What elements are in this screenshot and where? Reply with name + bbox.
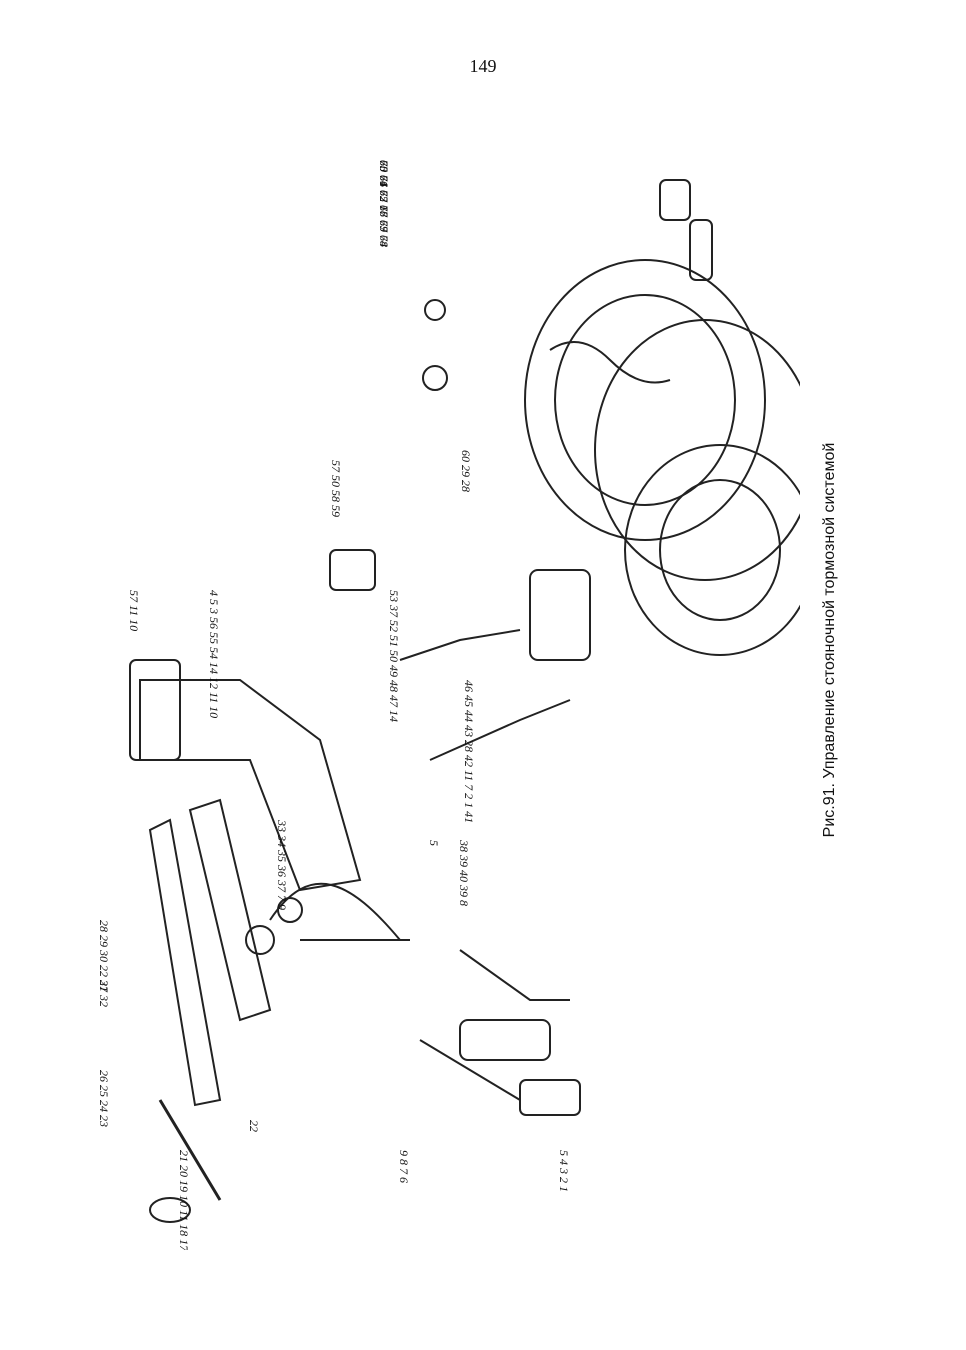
callout-27: 27: [100, 980, 111, 993]
parking-brake-diagram: 60 61 62 17 63 64 65 66 67 68 69 70 71 7…: [100, 160, 800, 1250]
lever-assembly: [129, 659, 401, 1223]
linkage-rods: [300, 549, 591, 1116]
callout-57-11-10: 57 11 10: [127, 590, 141, 631]
callout-38-8: 38 39 40 39 8: [457, 839, 471, 906]
callout-22: 22: [247, 1120, 261, 1132]
callout-33-9: 33 34 35 36 37 7 9: [275, 819, 289, 910]
page-number: 149: [469, 56, 497, 76]
callout-brake-2: 65 66 67 68 69: [377, 160, 391, 232]
brake-drum-assembly: [422, 179, 800, 656]
callout-5: 5: [427, 840, 441, 846]
callout-brake-4: 73 74 75 76 77 78: [377, 160, 391, 247]
callout-9-6: 9 8 7 6: [397, 1150, 411, 1183]
callout-4-56: 4 5 3 56 55 54 14 12 11 10: [207, 590, 221, 718]
callout-21-13: 21 20 19 10 11 18 17 16 15 14 13 12 11 1…: [177, 1150, 191, 1250]
callout-5-1: 5 4 3 2 1: [557, 1150, 571, 1192]
callout-46-41: 46 45 44 43 28 42 11 7 2 1 41: [462, 680, 476, 823]
callout-26-23: 26 25 24 23: [100, 1070, 111, 1127]
callout-53-14: 53 37 52 51 50 49 48 47 14: [387, 590, 401, 722]
callout-numbers: 60 61 62 17 63 64 65 66 67 68 69 70 71 7…: [100, 160, 571, 1250]
callout-brake-3: 70 71 72: [377, 160, 391, 202]
callout-60-29-28: 60 29 28: [459, 450, 473, 492]
callout-brake-1: 60 61 62 17 63 64: [377, 160, 391, 247]
figure-caption: Рис.91. Управление стояночной тормозной …: [821, 442, 838, 838]
callout-57-50-58-59: 57 50 58 59: [329, 460, 343, 517]
callout-28-32: 28 29 30 22 31 32: [100, 920, 111, 1007]
